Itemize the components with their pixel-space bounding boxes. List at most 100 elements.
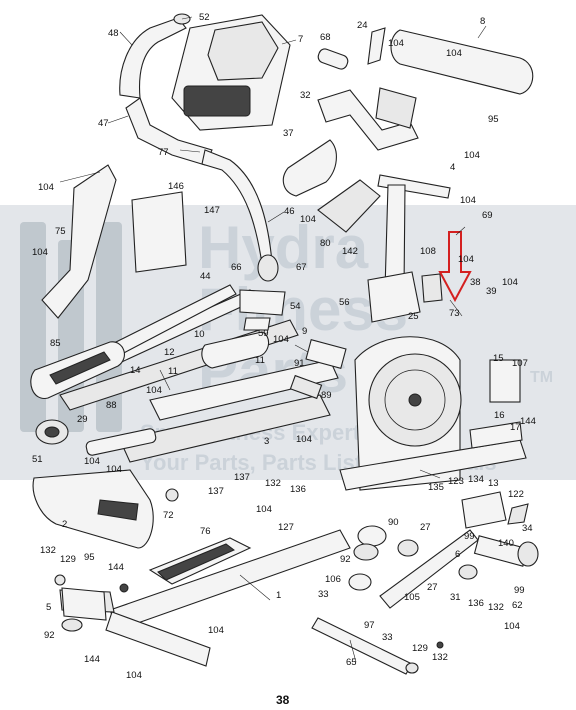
- callout-label: 24: [357, 20, 368, 31]
- callout-label: 135: [428, 482, 444, 493]
- console-screen: [207, 21, 279, 81]
- page-number: 38: [276, 693, 290, 707]
- callout-label: 14: [130, 365, 141, 376]
- callout-label: 48: [108, 28, 119, 39]
- callout-label: 77: [158, 147, 169, 158]
- callout-label: 92: [44, 630, 55, 641]
- callout-label: 88: [106, 400, 117, 411]
- callout-label: 134: [468, 474, 484, 485]
- callout-label: 137: [234, 472, 250, 483]
- callout-label: 132: [432, 652, 448, 663]
- callout-label: 104: [296, 434, 312, 445]
- foot-92-front: [61, 618, 83, 632]
- callout-label: 2: [62, 519, 67, 530]
- pedal-85-tread: [49, 351, 111, 385]
- callout-label: 80: [320, 238, 331, 249]
- callout-label: 13: [488, 478, 499, 489]
- shroud-2-grille: [97, 499, 139, 521]
- screw-132: [436, 641, 444, 649]
- callout-label: 8: [480, 16, 485, 27]
- link-91: [289, 374, 323, 400]
- callout-label: 34: [522, 523, 533, 534]
- callout-labels: 52 48 7 68 24 104 8 104 95 47 32 37 104 …: [32, 12, 536, 681]
- callout-label: 59: [258, 328, 269, 339]
- grip-68: [317, 48, 349, 70]
- screw-144: [119, 583, 129, 593]
- callout-label: 132: [40, 545, 56, 556]
- front-stabilizer-5: [61, 587, 107, 621]
- callout-label: 31: [450, 592, 461, 603]
- callout-label: 104: [458, 254, 474, 265]
- bracket-54: [239, 289, 286, 316]
- callout-label: 76: [200, 526, 211, 537]
- bracket-24: [367, 27, 386, 65]
- callout-label: 33: [318, 589, 329, 600]
- end-cap-34: [517, 541, 539, 567]
- callout-label: 73: [449, 308, 460, 319]
- callout-label: 65: [346, 657, 357, 668]
- pedal-10: [201, 331, 270, 369]
- callout-label: 104: [300, 214, 316, 225]
- wheel-90: [357, 525, 387, 547]
- callout-label: 144: [520, 416, 536, 427]
- callout-label: 47: [98, 118, 109, 129]
- callout-label: 7: [298, 34, 303, 45]
- callout-label: 122: [508, 489, 524, 500]
- callout-label: 15: [493, 353, 504, 364]
- callout-label: 11: [168, 366, 178, 377]
- callout-label: 16: [494, 410, 505, 421]
- callout-label: 90: [388, 517, 399, 528]
- callout-label: 37: [283, 128, 294, 139]
- callout-label: 29: [77, 414, 88, 425]
- washer-129: [405, 662, 419, 674]
- callout-label: 91: [294, 358, 305, 369]
- callout-label: 144: [84, 654, 100, 665]
- callout-label: 136: [468, 598, 484, 609]
- cover-56: [367, 271, 421, 323]
- callout-label: 69: [482, 210, 493, 221]
- callout-label: 89: [321, 390, 332, 401]
- callout-label: 32: [300, 90, 311, 101]
- ramp-76-tread: [157, 543, 235, 581]
- callout-label: 1: [276, 590, 281, 601]
- callout-label: 44: [200, 271, 211, 282]
- callout-label: 27: [427, 582, 438, 593]
- callout-label: 147: [204, 205, 220, 216]
- roller-88: [85, 428, 157, 456]
- callout-label: 6: [455, 549, 460, 560]
- callout-label: 129: [412, 643, 428, 654]
- axle-65: [311, 617, 413, 675]
- callout-label: 99: [514, 585, 525, 596]
- callout-label: 51: [32, 454, 43, 465]
- callout-label: 104: [504, 621, 520, 632]
- callout-label: 12: [164, 347, 175, 358]
- cup-37: [282, 139, 337, 197]
- callout-label: 104: [208, 625, 224, 636]
- callout-label: 104: [38, 182, 54, 193]
- rail-3: [119, 394, 331, 463]
- washer-129-front: [54, 574, 66, 586]
- callout-label: 68: [320, 32, 331, 43]
- callout-label: 25: [408, 311, 419, 322]
- callout-label: 54: [290, 301, 301, 312]
- callout-label: 106: [325, 574, 341, 585]
- callout-label: 11: [255, 355, 265, 366]
- axle-4: [377, 174, 451, 199]
- callout-label: 62: [512, 600, 523, 611]
- pedal-arm-80: [317, 179, 381, 233]
- tube-pivot-66: [257, 254, 279, 282]
- callout-label: 104: [256, 504, 272, 515]
- callout-label: 123: [448, 476, 464, 487]
- callout-label: 136: [290, 484, 306, 495]
- callout-label: 38: [470, 277, 481, 288]
- callout-label: 39: [486, 286, 497, 297]
- callout-label: 97: [364, 620, 375, 631]
- callout-label: 9: [302, 326, 307, 337]
- callout-label: 75: [55, 226, 66, 237]
- callout-label: 46: [284, 206, 295, 217]
- watermark-trademark: TM: [530, 369, 553, 386]
- callout-label: 142: [342, 246, 358, 257]
- wheel-51-hub: [44, 426, 60, 438]
- callout-label: 92: [340, 554, 351, 565]
- bracket-plate: [375, 87, 417, 129]
